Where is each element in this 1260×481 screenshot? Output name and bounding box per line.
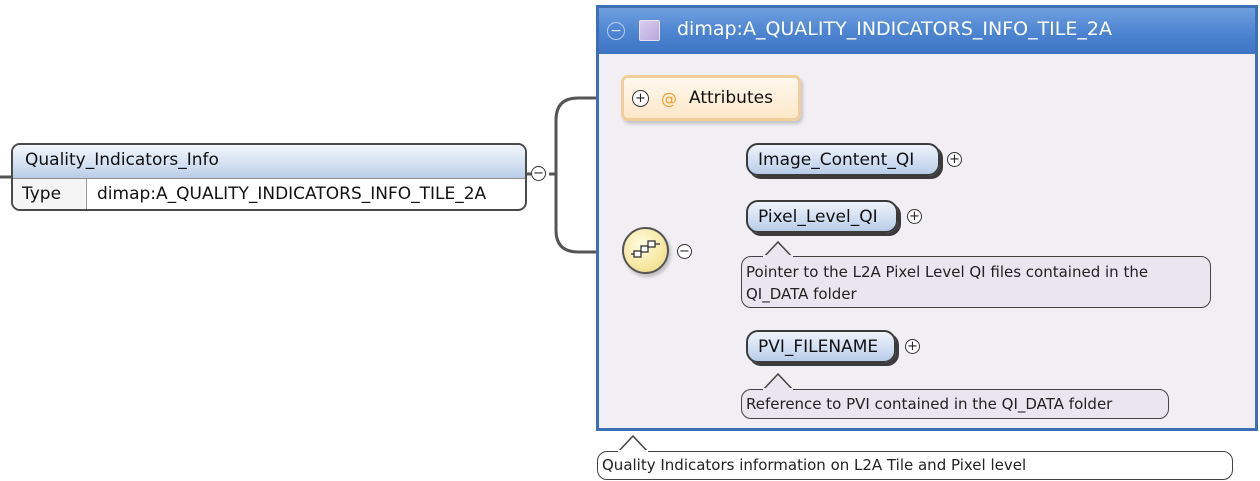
complex-type-header — [599, 8, 1255, 54]
root-collapse-icon[interactable]: − — [531, 166, 546, 181]
child-element-pixel-level-qi[interactable]: Pixel_Level_QI — [746, 200, 898, 233]
pixel-level-qi-annotation-line-1: Pointer to the L2A Pixel Level QI files … — [746, 263, 1149, 281]
pvi-filename-annotation: Reference to PVI contained in the QI_DAT… — [741, 389, 1169, 419]
attributes-label: Attributes — [689, 88, 773, 108]
sequence-compositor[interactable] — [622, 227, 669, 274]
root-element-name: Quality_Indicators_Info — [13, 145, 525, 179]
pixel-level-qi-annotation: Pointer to the L2A Pixel Level QI files … — [741, 256, 1211, 308]
child-element-pvi-filename[interactable]: PVI_FILENAME — [746, 330, 896, 363]
pixel-level-qi-annotation-line-2: QI_DATA folder — [746, 285, 857, 303]
root-element-type-row: Type dimap:A_QUALITY_INDICATORS_INFO_TIL… — [13, 179, 525, 209]
pvi-filename-note-pointer-mask — [763, 388, 793, 392]
sequence-collapse-icon[interactable]: − — [677, 244, 692, 259]
image-content-qi-expand-icon[interactable]: + — [947, 152, 962, 167]
header-collapse-icon[interactable]: − — [607, 22, 625, 40]
complex-type-panel — [596, 5, 1258, 431]
attributes-box[interactable]: + @ Attributes — [621, 75, 801, 121]
root-note-pointer — [616, 434, 650, 454]
complex-type-icon — [639, 20, 660, 41]
pixel-level-qi-note-pointer — [761, 240, 795, 260]
root-element-box[interactable]: Quality_Indicators_Info Type dimap:A_QUA… — [11, 143, 527, 211]
type-label: Type — [13, 179, 87, 209]
sequence-compositor-icon — [630, 239, 660, 258]
root-note-pointer-mask — [618, 450, 648, 454]
child-element-image-content-qi[interactable]: Image_Content_QI — [746, 143, 940, 176]
root-annotation: Quality Indicators information on L2A Ti… — [597, 451, 1233, 480]
attributes-expand-icon[interactable]: + — [632, 89, 649, 107]
type-value: dimap:A_QUALITY_INDICATORS_INFO_TILE_2A — [97, 184, 487, 204]
pvi-filename-note-pointer — [761, 372, 795, 392]
complex-type-name: dimap:A_QUALITY_INDICATORS_INFO_TILE_2A — [677, 18, 1112, 40]
pvi-filename-expand-icon[interactable]: + — [905, 339, 920, 354]
pixel-level-qi-expand-icon[interactable]: + — [907, 209, 922, 224]
pixel-level-qi-note-pointer-mask — [763, 255, 793, 259]
attribute-at-icon: @ — [661, 88, 677, 108]
